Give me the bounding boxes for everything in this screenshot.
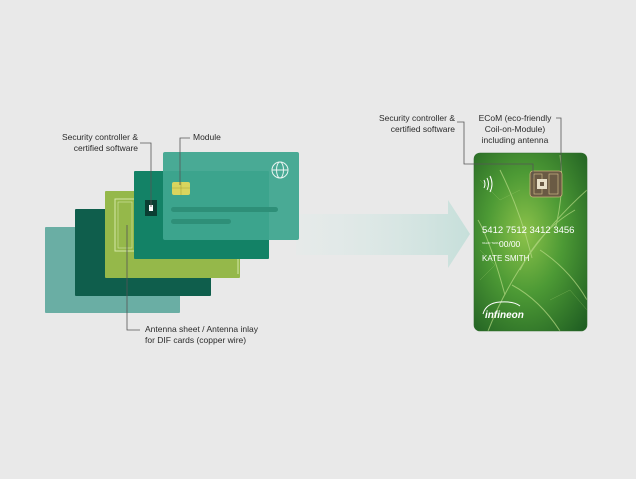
- security-controller-chip: [145, 200, 157, 216]
- leader-ecom: [556, 117, 562, 171]
- ecom-chip-icon: [529, 170, 563, 198]
- leader-security-left: [140, 142, 152, 207]
- label-security-left: Security controller & certified software: [61, 132, 138, 153]
- leader-security-right: [457, 121, 534, 178]
- card-layer-front: [163, 152, 299, 240]
- label-ecom: ECoM (eco-friendly Coil-on-Module) inclu…: [478, 113, 552, 145]
- card-valid-thru: VALID THRU: [482, 241, 500, 245]
- card-expiry: 00/00: [499, 239, 521, 249]
- globe-icon: [271, 161, 289, 179]
- leader-module: [179, 137, 190, 185]
- card-holder: KATE SMITH: [482, 254, 530, 263]
- infineon-logo: infineon: [482, 301, 524, 321]
- card-number: 5412 7512 3412 3456: [482, 225, 574, 236]
- contactless-icon: [483, 175, 493, 193]
- label-antenna: Antenna sheet / Antenna inlay for DIF ca…: [145, 324, 258, 345]
- finished-card: [474, 153, 587, 331]
- leader-antenna: [126, 225, 140, 331]
- label-security-right: Security controller & certified software: [378, 113, 455, 134]
- label-module: Module: [193, 132, 221, 142]
- flow-arrow: [296, 200, 470, 268]
- svg-text:infineon: infineon: [485, 310, 524, 321]
